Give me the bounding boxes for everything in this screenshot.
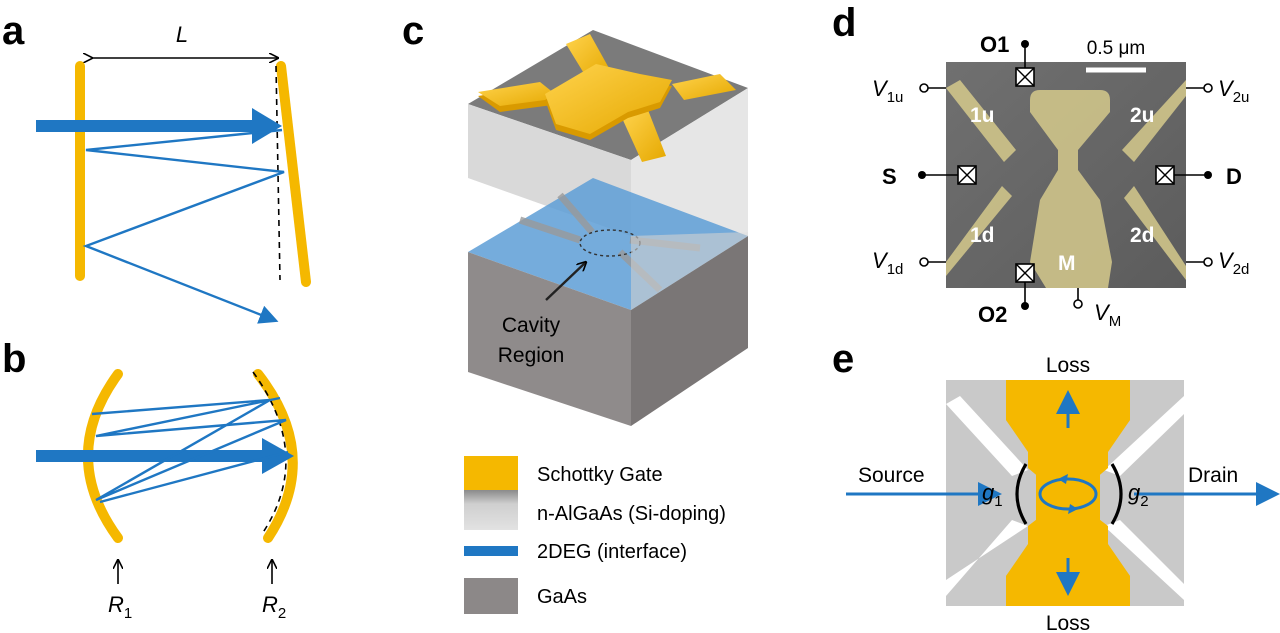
gate-leads bbox=[919, 83, 1213, 309]
algaas-right-face bbox=[631, 88, 748, 236]
gate-label-1d: 1d bbox=[970, 224, 995, 247]
barrier-g2 bbox=[1110, 463, 1123, 525]
legend-swatch-2deg bbox=[464, 546, 518, 556]
gate-gaps bbox=[946, 396, 1184, 600]
panel-a-label: a bbox=[2, 9, 25, 53]
contact-o2 bbox=[1015, 263, 1035, 310]
material-legend: Schottky Gate n-AlGaAs (Si-doping) 2DEG … bbox=[464, 456, 726, 614]
incident-beam-b-head bbox=[262, 438, 294, 474]
gate-label-2d: 2d bbox=[1130, 224, 1155, 247]
label-vm: VM bbox=[1094, 300, 1121, 330]
contact-o1 bbox=[1015, 40, 1035, 87]
schottky-gate-3d bbox=[478, 34, 736, 162]
length-label: L bbox=[176, 22, 188, 47]
g2-label: g2 bbox=[1128, 480, 1149, 510]
gate-label-m: M bbox=[1058, 252, 1076, 275]
legend-swatch-algaas bbox=[464, 490, 518, 530]
r1-label: R1 bbox=[108, 592, 132, 622]
panel-b-label: b bbox=[2, 337, 26, 381]
gaas-right-face bbox=[631, 236, 748, 426]
label-v1u: V1u bbox=[872, 76, 903, 106]
loss-label-top: Loss bbox=[1046, 354, 1090, 377]
cavity-region bbox=[1006, 380, 1130, 606]
incident-beam-head bbox=[252, 108, 282, 144]
gate-label-1u: 1u bbox=[970, 104, 995, 127]
legend-swatch-gate bbox=[464, 456, 518, 490]
panel-e: e Loss Loss Source Drain g1 g2 bbox=[832, 337, 1280, 633]
panel-b: b R1 R2 bbox=[2, 337, 298, 622]
mode-arrow-top bbox=[1058, 474, 1068, 484]
cavity-label-line1: Cavity bbox=[502, 314, 561, 337]
panel-d-label: d bbox=[832, 1, 856, 45]
mode-arrow-bottom bbox=[1068, 504, 1078, 514]
drain-label: Drain bbox=[1188, 464, 1238, 487]
circulating-mode bbox=[1038, 477, 1098, 511]
r2-label: R2 bbox=[262, 592, 286, 622]
legend-label-algaas: n-AlGaAs (Si-doping) bbox=[537, 503, 726, 525]
panel-c-label: c bbox=[402, 9, 424, 53]
reference-plane-dashed bbox=[275, 65, 281, 281]
g1-label: g1 bbox=[982, 480, 1003, 510]
label-d: D bbox=[1226, 164, 1242, 189]
label-s: S bbox=[882, 164, 897, 189]
cavity-label-line2: Region bbox=[498, 344, 565, 367]
label-v2u: V2u bbox=[1218, 76, 1249, 106]
scale-bar-label: 0.5 μm bbox=[1087, 38, 1145, 59]
legend-label-gaas: GaAs bbox=[537, 586, 587, 608]
algaas-lower-right bbox=[631, 232, 748, 310]
cavity-arrow bbox=[545, 262, 586, 301]
cavity-rays bbox=[91, 396, 289, 504]
contact-d bbox=[1155, 165, 1212, 185]
panel-c: c Cavity R bbox=[402, 9, 748, 614]
gate-label-2u: 2u bbox=[1130, 104, 1155, 127]
panel-e-label: e bbox=[832, 337, 854, 381]
legend-label-gate: Schottky Gate bbox=[537, 464, 663, 486]
ohmic-contacts bbox=[918, 40, 1212, 310]
walk-off-ray bbox=[82, 128, 285, 324]
label-v1d: V1d bbox=[872, 248, 903, 278]
loss-label-bottom: Loss bbox=[1046, 612, 1090, 633]
label-o1: O1 bbox=[980, 32, 1009, 57]
barrier-g1 bbox=[1015, 463, 1028, 525]
label-v2d: V2d bbox=[1218, 248, 1249, 278]
legend-swatch-gaas bbox=[464, 578, 518, 614]
panel-d: d 0.5 μm O1 O2 bbox=[832, 1, 1249, 330]
source-label: Source bbox=[858, 464, 925, 487]
legend-label-2deg: 2DEG (interface) bbox=[537, 541, 687, 563]
panel-a: a L bbox=[2, 9, 311, 324]
sem-gates bbox=[946, 80, 1186, 288]
tilted-mirror-right bbox=[276, 61, 311, 287]
label-o2: O2 bbox=[978, 302, 1007, 327]
gaas-left-face bbox=[468, 252, 631, 426]
contact-s bbox=[918, 165, 977, 185]
